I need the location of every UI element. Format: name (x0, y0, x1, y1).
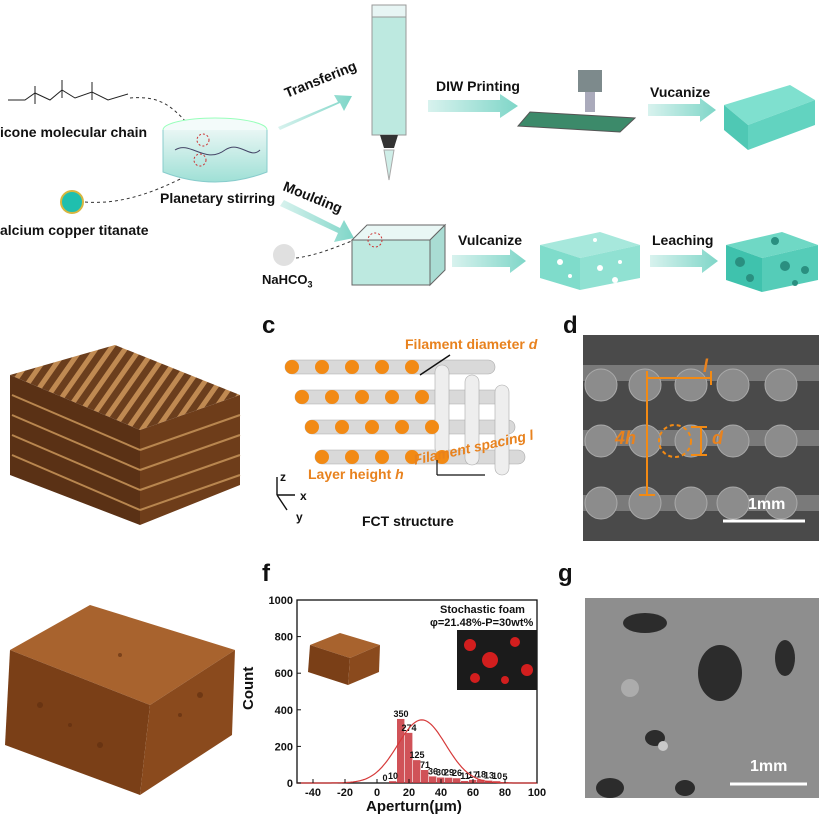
sem-foam-surface (585, 598, 819, 798)
bar-value-label: 36 (428, 766, 438, 776)
panel-letter-f: f (262, 560, 270, 587)
x-tick-label: 40 (435, 787, 447, 799)
scale-bar-d-label: 1mm (748, 496, 786, 513)
arrow-vulcanize-label: Vulcanize (458, 232, 523, 248)
y-tick-label: 400 (275, 705, 293, 717)
x-tick-label: 80 (499, 787, 511, 799)
x-tick-label: -20 (337, 787, 353, 799)
fct-schematic (276, 354, 526, 511)
sem-cross-section (583, 335, 819, 541)
histogram-fit-curve (297, 719, 537, 784)
x-tick-label: -40 (305, 787, 321, 799)
bar-value-label: 0 (382, 773, 387, 783)
arrow-vucanize-label: Vucanize (650, 84, 711, 100)
nahco3-label: NaHCO3 (262, 272, 313, 290)
bar-value-label: 5 (502, 772, 507, 782)
y-tick-label: 200 (275, 741, 293, 753)
histogram-bar (413, 760, 421, 783)
filament-ends (285, 360, 449, 464)
x-tick-label: 20 (403, 787, 415, 799)
arrow-diw-label: DIW Printing (436, 78, 520, 94)
bar-value-label: 17 (468, 770, 478, 780)
x-tick-label: 0 (374, 787, 380, 799)
filler-label: alcium copper titanate (0, 222, 149, 238)
bar-value-label: 13 (484, 771, 494, 781)
y-tick-label: 600 (275, 668, 293, 680)
height-4h-label: 4h (615, 428, 637, 448)
inset-foam-photo (308, 633, 380, 685)
layer-height-label: Layer height h (308, 466, 404, 482)
diameter-d-label: d (712, 428, 723, 448)
axis-z-label: z (280, 470, 286, 484)
y-tick-label: 800 (275, 632, 293, 644)
foam-photo (5, 605, 235, 795)
histogram-bar (405, 732, 413, 783)
lattice-photo (10, 345, 241, 525)
bar-value-label: 29 (444, 768, 454, 778)
bar-value-label: 10 (388, 771, 398, 781)
inset-subtitle: φ=21.48%-P=30wt% (430, 617, 534, 629)
molecule-label: icone molecular chain (0, 124, 148, 140)
axis-x-label: x (300, 489, 307, 503)
y-tick-label: 1000 (269, 595, 293, 607)
y-tick-label: 0 (287, 778, 293, 790)
panel-letter-d: d (563, 312, 578, 339)
histogram-ylabel: Count (240, 666, 257, 710)
bar-value-label: 350 (393, 709, 408, 719)
bar-value-label: 18 (476, 770, 486, 780)
fct-structure-label: FCT structure (362, 513, 454, 529)
histogram-bar (421, 770, 429, 783)
ccto-particle-icon (60, 190, 84, 214)
molecular-chain-drawing (8, 80, 129, 104)
histogram-xlabel: Aperturn(μm) (366, 798, 462, 815)
histogram-bar (445, 777, 453, 783)
filament-rods (284, 359, 526, 476)
histogram-bar (461, 780, 469, 783)
histogram-bar (389, 781, 397, 783)
panel-letter-g: g (558, 560, 573, 587)
bar-value-label: 125 (409, 750, 424, 760)
stirring-label: Planetary stirring (160, 190, 276, 206)
schematic-drawing (8, 4, 818, 292)
histogram-bar (429, 776, 437, 783)
x-tick-label: 60 (467, 787, 479, 799)
axis-y-label: y (296, 510, 303, 524)
histogram-bar (397, 718, 405, 783)
x-tick-label: 100 (528, 787, 546, 799)
arrow-leaching-label: Leaching (652, 232, 714, 248)
lattice-drawing (724, 85, 815, 150)
bar-value-label: 71 (420, 760, 430, 770)
scale-bar-g-label: 1mm (750, 758, 788, 775)
spacing-l-label: l (703, 356, 709, 376)
histogram-bar (453, 778, 461, 783)
filament-diameter-label: Filament diameter d (405, 336, 538, 352)
panel-letter-c: c (262, 312, 276, 339)
bar-value-label: 10 (492, 771, 502, 781)
inset-title: Stochastic foam (440, 604, 525, 616)
gaussian-fit-line (297, 719, 537, 784)
bar-value-label: 30 (436, 768, 446, 778)
bar-value-label: 26 (452, 768, 462, 778)
histogram-bar (477, 779, 485, 783)
bar-value-label: 11 (460, 771, 470, 781)
inset-pore-map (457, 630, 537, 690)
